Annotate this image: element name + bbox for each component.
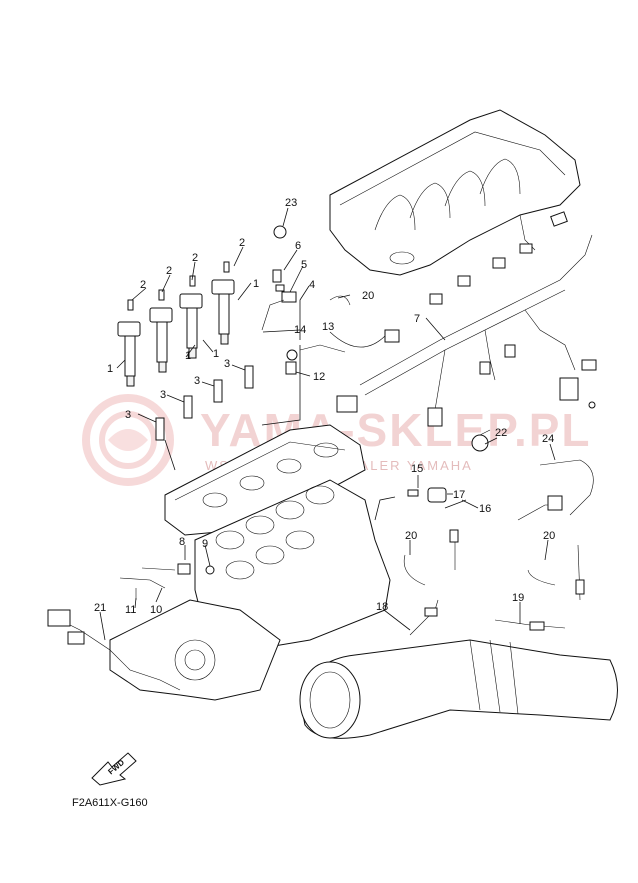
- exhaust-pipe: [299, 639, 618, 739]
- callout-8: 8: [179, 536, 185, 548]
- callout-1: 1: [107, 363, 113, 375]
- callout-16: 16: [479, 503, 491, 515]
- coil-bolts: [127, 261, 230, 311]
- callout-23: 23: [285, 197, 297, 209]
- callout-19: 19: [512, 592, 524, 604]
- leader-lines: [99, 207, 556, 641]
- crankcase: [109, 599, 281, 701]
- ignition-coils: [117, 279, 235, 387]
- callout-1: 1: [185, 350, 191, 362]
- callout-3: 3: [125, 409, 131, 421]
- callout-2: 2: [166, 265, 172, 277]
- callout-2: 2: [192, 252, 198, 264]
- callout-24: 24: [542, 433, 554, 445]
- callout-labels: 23 2 2 2 2 6 5 4 20 1 1 1 1 13 14 7 12 3…: [94, 197, 555, 616]
- callout-6: 6: [295, 240, 301, 252]
- callout-21: 21: [94, 602, 106, 614]
- callout-2: 2: [239, 237, 245, 249]
- intake-manifold: [329, 109, 581, 305]
- callout-10: 10: [150, 604, 162, 616]
- callout-13: 13: [322, 321, 334, 333]
- callout-2: 2: [140, 279, 146, 291]
- wire-harness: [336, 234, 597, 427]
- callout-4: 4: [309, 279, 315, 291]
- callout-20: 20: [405, 530, 417, 542]
- callout-20: 20: [362, 290, 374, 302]
- callout-1: 1: [253, 278, 259, 290]
- callout-12: 12: [313, 371, 325, 383]
- callout-1: 1: [213, 348, 219, 360]
- fwd-arrow: FWD: [91, 752, 137, 786]
- callout-17: 17: [453, 489, 465, 501]
- callout-18: 18: [376, 601, 388, 613]
- callout-5: 5: [301, 259, 307, 271]
- callout-3: 3: [224, 358, 230, 370]
- callout-11: 11: [125, 604, 136, 616]
- callout-7: 7: [414, 313, 420, 325]
- callout-3: 3: [160, 389, 166, 401]
- callout-22: 22: [495, 427, 507, 439]
- sensors: [47, 225, 594, 691]
- callout-3: 3: [194, 375, 200, 387]
- callout-14: 14: [294, 324, 306, 336]
- cylinder-head: [164, 424, 391, 651]
- spark-plugs: [155, 365, 254, 441]
- callout-15: 15: [411, 463, 423, 475]
- callout-20: 20: [543, 530, 555, 542]
- callout-9: 9: [202, 538, 208, 550]
- diagram-code: F2A611X-G160: [72, 797, 148, 809]
